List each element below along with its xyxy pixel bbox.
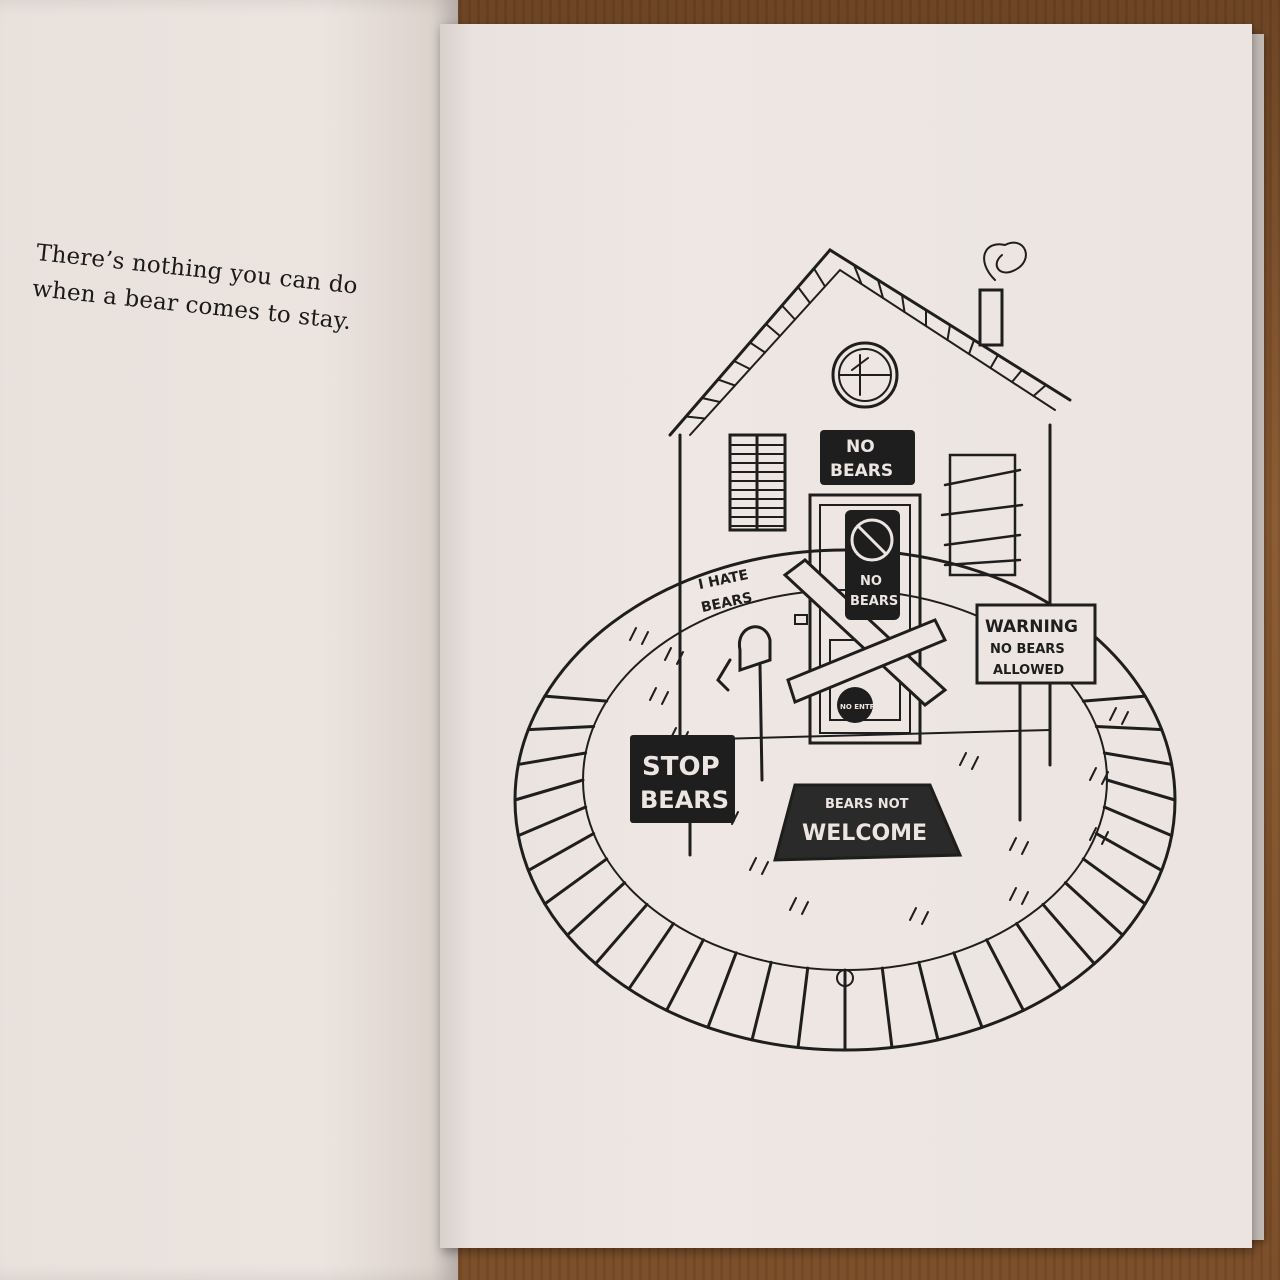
svg-text:NO: NO xyxy=(860,574,882,589)
svg-text:BEARS: BEARS xyxy=(850,594,898,609)
light-switch xyxy=(794,614,808,625)
fence-posts xyxy=(513,694,1177,1052)
no-bears-top-sign: NO BEARS xyxy=(820,430,915,485)
grass-marks xyxy=(629,627,1129,925)
gate-keyhole xyxy=(836,969,854,987)
mailbox xyxy=(716,625,772,782)
front-door xyxy=(808,493,922,745)
svg-text:BEARS: BEARS xyxy=(830,461,893,481)
warning-sign: WARNING NO BEARS ALLOWED xyxy=(975,603,1097,685)
door-no-bears-sign: NO BEARS xyxy=(845,510,900,620)
svg-text:WARNING: WARNING xyxy=(985,617,1078,637)
story-caption: There’s nothing you can do when a bear c… xyxy=(31,239,359,335)
house-walls xyxy=(678,423,1052,767)
crossed-planks xyxy=(782,558,948,707)
svg-text:I HATE: I HATE xyxy=(697,567,750,593)
doormat: BEARS NOT WELCOME xyxy=(773,783,963,862)
stop-bears-sign: STOP BEARS xyxy=(630,735,735,823)
house-illustration: NO BEARS NO BEARS I HATE BEARS WARNING N… xyxy=(513,241,1177,1052)
round-window xyxy=(831,341,899,409)
chimney xyxy=(978,288,1004,347)
svg-text:BEARS NOT: BEARS NOT xyxy=(825,797,909,812)
svg-text:STOP: STOP xyxy=(642,752,720,782)
no-entry-badge: NO ENTRY xyxy=(837,687,881,723)
svg-text:WELCOME: WELCOME xyxy=(802,821,927,846)
boarded-window xyxy=(940,453,1024,577)
roof-tiles xyxy=(685,264,1047,420)
svg-text:BEARS: BEARS xyxy=(700,590,754,616)
smoke-scribble xyxy=(983,241,1027,281)
svg-text:NO BEARS: NO BEARS xyxy=(990,642,1065,657)
roof-edge xyxy=(668,248,1072,437)
left-page: There’s nothing you can do when a bear c… xyxy=(0,0,458,1280)
svg-text:BEARS: BEARS xyxy=(640,786,729,814)
svg-text:ALLOWED: ALLOWED xyxy=(993,663,1064,678)
svg-text:NO ENTRY: NO ENTRY xyxy=(840,703,881,711)
svg-text:NO: NO xyxy=(846,437,875,457)
